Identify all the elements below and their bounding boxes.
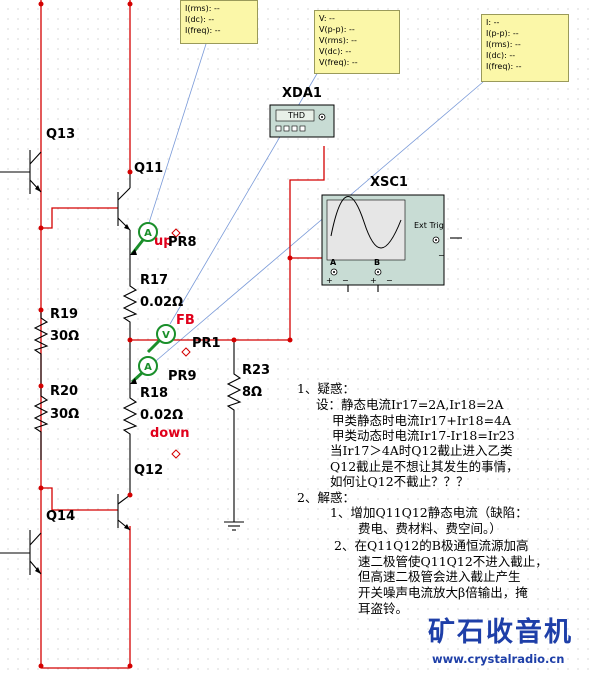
svg-text:+: + bbox=[370, 276, 377, 285]
label-pr9: PR9 bbox=[168, 369, 197, 384]
probe-readout-line: V(dc): -- bbox=[319, 47, 352, 56]
xsc1-channel-b-label: B bbox=[374, 258, 381, 267]
svg-text:A: A bbox=[144, 362, 152, 373]
probe-readout-line: V(rms): -- bbox=[319, 36, 357, 45]
probe-readout-line: I(dc): -- bbox=[185, 15, 215, 24]
svg-text:A: A bbox=[144, 228, 152, 239]
net-label-fb: FB bbox=[176, 313, 195, 328]
note-line: 2、在Q11Q12的B极通恒流源加高 bbox=[334, 538, 529, 553]
label-r20: R20 bbox=[50, 384, 79, 399]
value-r19: 30Ω bbox=[50, 329, 80, 344]
note-line: 设：静态电流Ir17=2A,Ir18=2A bbox=[316, 397, 504, 412]
xda1-display-text: THD bbox=[288, 111, 306, 120]
svg-text:−: − bbox=[342, 276, 349, 285]
probe-readout-line: V(freq): -- bbox=[319, 58, 358, 67]
value-r17: 0.02Ω bbox=[140, 295, 184, 310]
net-label-connectors bbox=[171, 228, 191, 459]
probe-readout-line: I(dc): -- bbox=[486, 51, 516, 60]
probe-readout-line: I: -- bbox=[486, 18, 500, 27]
label-pr8: PR8 bbox=[168, 235, 197, 250]
svg-text:V: V bbox=[162, 330, 170, 341]
watermark-title: 矿石收音机 bbox=[428, 617, 573, 648]
probe-readout-line: I(p-p): -- bbox=[486, 29, 519, 38]
probe-readout-line: I(freq): -- bbox=[486, 62, 522, 71]
probe-readout-line: V: -- bbox=[319, 14, 335, 23]
probe-readout-current: I: -- I(p-p): -- I(rms): -- I(dc): -- I(… bbox=[481, 14, 569, 82]
label-r23: R23 bbox=[242, 363, 271, 378]
net-label-down: down bbox=[150, 426, 190, 441]
xsc1-channel-a-label: A bbox=[330, 258, 337, 267]
label-pr1: PR1 bbox=[192, 336, 221, 351]
probe-readout-line: I(rms): -- bbox=[486, 40, 521, 49]
note-line: 当Ir17＞4A时Q12截止进入乙类 bbox=[330, 443, 513, 458]
value-r20: 30Ω bbox=[50, 407, 80, 422]
probe-readout-line: I(rms): -- bbox=[185, 4, 220, 13]
label-q11: Q11 bbox=[134, 161, 164, 176]
note-line: 但高速二极管会进入截止产生 bbox=[358, 569, 521, 584]
label-q12: Q12 bbox=[134, 463, 164, 478]
probe-readout-line: I(freq): -- bbox=[185, 26, 221, 35]
value-r18: 0.02Ω bbox=[140, 408, 184, 423]
label-xda1: XDA1 bbox=[282, 86, 322, 101]
label-xsc1: XSC1 bbox=[370, 175, 408, 190]
note-line: 2、解惑： bbox=[297, 490, 355, 505]
label-r18: R18 bbox=[140, 386, 169, 401]
probe-readout-line: V(p-p): -- bbox=[319, 25, 355, 34]
note-line: 速二极管使Q11Q12不进入截止， bbox=[358, 554, 548, 569]
label-r17: R17 bbox=[140, 273, 169, 288]
label-r19: R19 bbox=[50, 307, 79, 322]
net-label-up: up bbox=[154, 234, 173, 249]
note-line: 费电、费材料、费空间。） bbox=[358, 521, 502, 536]
xsc1-instrument[interactable]: + − + − − bbox=[321, 194, 445, 286]
label-q14: Q14 bbox=[46, 509, 76, 524]
note-line: 如何让Q12不截止？？？ bbox=[330, 474, 469, 489]
note-line: 1、增加Q11Q12静态电流（缺陷： bbox=[330, 505, 528, 520]
junction-dots bbox=[38, 1, 293, 669]
probe-readout-top-left: I(rms): -- I(dc): -- I(freq): -- bbox=[180, 0, 258, 44]
note-line: 开关噪声电流放大β倍输出，掩 bbox=[358, 585, 528, 600]
label-q13: Q13 bbox=[46, 127, 76, 142]
value-r23: 8Ω bbox=[242, 385, 263, 400]
probe-readout-voltage: V: -- V(p-p): -- V(rms): -- V(dc): -- V(… bbox=[314, 10, 400, 74]
transistor-arrows bbox=[35, 185, 130, 574]
probe-pr8-icon[interactable]: A bbox=[130, 222, 158, 255]
probe-voltage-icon[interactable]: V bbox=[146, 324, 176, 354]
note-line: 耳盗铃。 bbox=[358, 601, 409, 616]
watermark-url: www.crystalradio.cn bbox=[432, 652, 565, 666]
svg-text:−: − bbox=[438, 251, 445, 260]
svg-text:−: − bbox=[386, 276, 393, 285]
note-line: Q12截止是不想让其发生的事情， bbox=[330, 459, 519, 474]
xsc1-trigger-label: Ext Trig bbox=[414, 221, 444, 230]
note-line: 甲类静态时电流Ir17+Ir18=4A bbox=[332, 413, 512, 428]
svg-text:+: + bbox=[326, 276, 333, 285]
xda1-instrument[interactable] bbox=[269, 104, 335, 138]
probe-pr9-icon[interactable]: A bbox=[130, 356, 158, 384]
note-line: 甲类动态时电流Ir17-Ir18=Ir23 bbox=[332, 428, 515, 443]
note-line: 1、疑惑： bbox=[297, 381, 355, 396]
